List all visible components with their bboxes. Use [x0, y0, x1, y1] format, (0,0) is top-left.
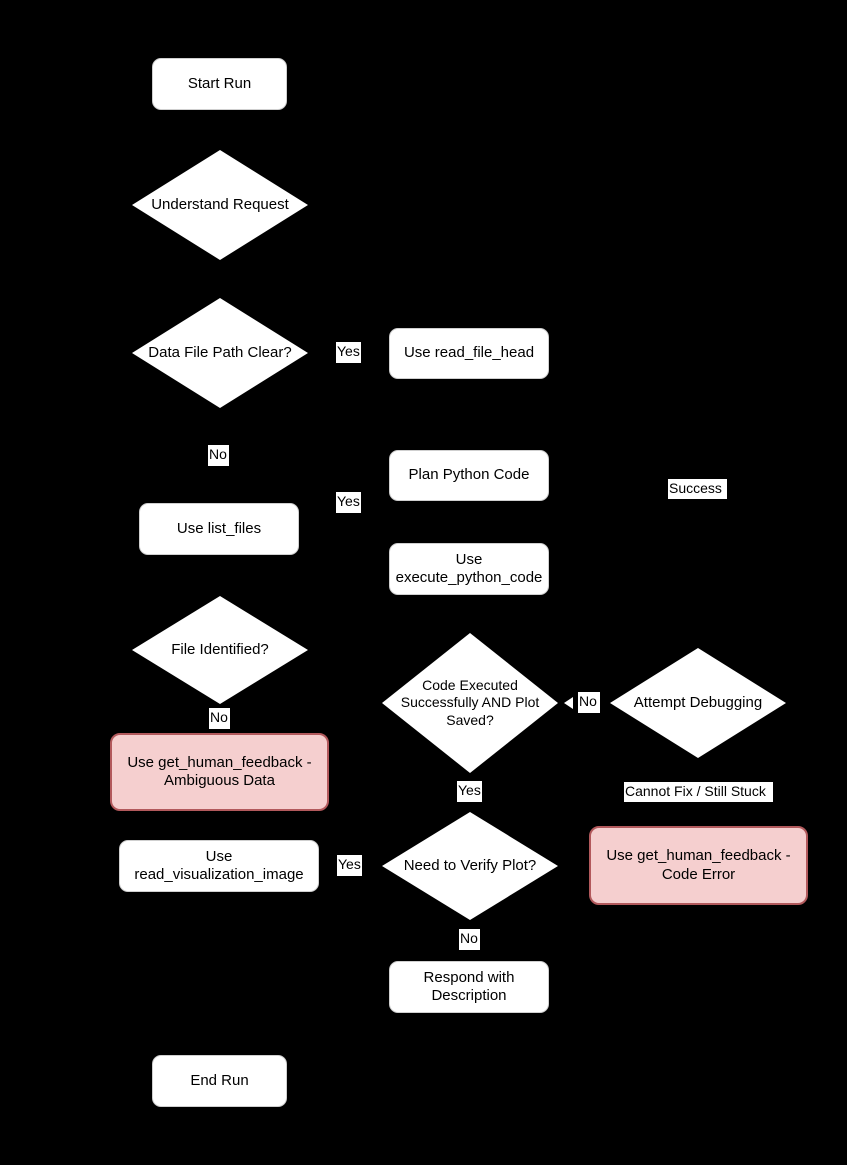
node-label: Data File Path Clear?: [148, 343, 292, 361]
node-understand-request[interactable]: Understand Request: [132, 150, 308, 260]
node-label: Use read_file_head: [403, 344, 535, 362]
node-attempt-debugging[interactable]: Attempt Debugging: [610, 648, 786, 758]
node-label: File Identified?: [171, 640, 269, 658]
edge-label-no-file-identified: No: [209, 708, 230, 729]
node-data-file-path-clear[interactable]: Data File Path Clear?: [132, 298, 308, 408]
node-label: Use get_human_feedback - Code Error: [606, 847, 791, 883]
node-label: Use list_files: [176, 519, 262, 537]
edge-label-text: No: [579, 693, 597, 709]
node-label: Code Executed Successfully AND Plot Save…: [400, 677, 540, 728]
node-label: Start Run: [187, 74, 252, 92]
node-use-read-file-head[interactable]: Use read_file_head: [389, 328, 549, 379]
node-plan-python-code[interactable]: Plan Python Code: [389, 450, 549, 501]
node-use-read-visualization-image[interactable]: Use read_visualization_image: [119, 840, 319, 892]
edge-label-no-path-clear: No: [208, 445, 229, 466]
edge-label-text: No: [210, 709, 228, 725]
edge-label-text: Success: [669, 480, 722, 496]
edge-label-success: Success: [668, 479, 727, 499]
node-start-run[interactable]: Start Run: [152, 58, 287, 110]
arrow-head-code-ok-to-debug: [564, 697, 573, 709]
edge-label-text: No: [460, 930, 478, 946]
node-use-execute-python-code[interactable]: Use execute_python_code: [389, 543, 549, 595]
node-code-executed-successfully[interactable]: Code Executed Successfully AND Plot Save…: [382, 633, 558, 773]
node-label: Understand Request: [151, 195, 289, 213]
edge-label-text: Yes: [337, 343, 360, 359]
edge-label-no-verify-plot: No: [459, 929, 480, 950]
edge-label-text: Cannot Fix / Still Stuck: [625, 783, 766, 799]
node-end-run[interactable]: End Run: [152, 1055, 287, 1107]
node-label: Use read_visualization_image: [134, 847, 304, 883]
edge-label-cannot-fix-still-stuck: Cannot Fix / Still Stuck: [624, 782, 773, 802]
node-label: Attempt Debugging: [633, 693, 763, 711]
edge-label-yes-code-executed: Yes: [457, 781, 482, 802]
node-respond-with-description[interactable]: Respond with Description: [389, 961, 549, 1013]
edge-label-yes-path-clear: Yes: [336, 342, 361, 363]
edge-label-text: Yes: [458, 782, 481, 798]
node-label: Need to Verify Plot?: [403, 856, 537, 874]
node-get-human-feedback-ambiguous-data[interactable]: Use get_human_feedback - Ambiguous Data: [110, 733, 329, 811]
node-label: Plan Python Code: [408, 466, 530, 484]
node-label: Use get_human_feedback - Ambiguous Data: [127, 753, 312, 789]
edge-label-text: Yes: [338, 856, 361, 872]
node-need-to-verify-plot[interactable]: Need to Verify Plot?: [382, 812, 558, 920]
edge-label-text: No: [209, 446, 227, 462]
node-label: Respond with Description: [423, 968, 515, 1004]
edge-label-no-code-executed: No: [578, 692, 600, 713]
node-label: End Run: [190, 1071, 249, 1089]
edge-label-yes-file-identified: Yes: [336, 492, 361, 513]
edge-label-text: Yes: [337, 493, 360, 509]
node-get-human-feedback-code-error[interactable]: Use get_human_feedback - Code Error: [589, 826, 808, 905]
edge-label-yes-verify-plot: Yes: [337, 855, 362, 876]
node-file-identified[interactable]: File Identified?: [132, 596, 308, 704]
node-label: Use execute_python_code: [395, 550, 543, 586]
node-use-list-files[interactable]: Use list_files: [139, 503, 299, 555]
